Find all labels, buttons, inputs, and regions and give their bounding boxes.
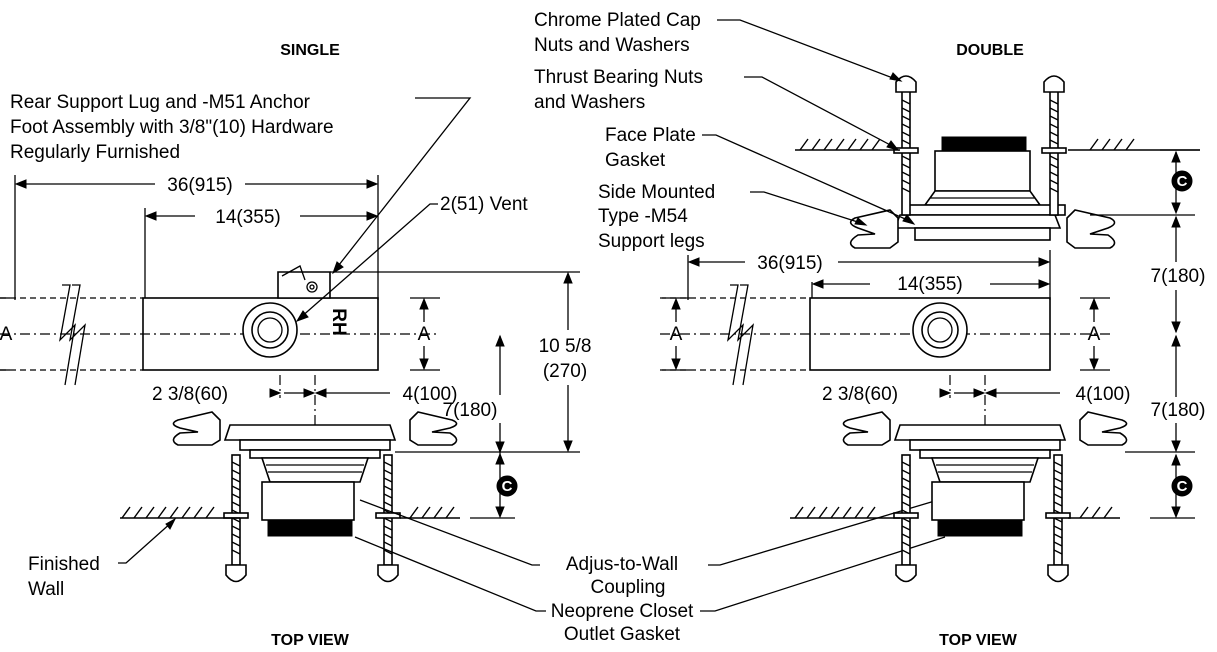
- double-top-coupling: [934, 150, 1031, 192]
- center-callouts: Adjus-to-Wall Coupling Neoprene Closet O…: [354, 499, 946, 645]
- finished-wall-line1: Finished: [28, 554, 100, 575]
- single-a-left: A: [0, 324, 13, 345]
- side-legs-callout-line1: Side Mounted: [598, 182, 715, 203]
- double-top-flange: [893, 214, 1062, 229]
- rear-support-callout-line2: Foot Assembly with 3/8"(10) Hardware: [10, 117, 334, 138]
- double-overall-dim: 36(915): [757, 253, 823, 274]
- single-centerline-symbol: [496, 475, 518, 497]
- finished-wall-line2: Wall: [28, 579, 64, 600]
- single-center-dim: 7(180): [443, 400, 498, 421]
- single-offset-right: 4(100): [403, 384, 458, 405]
- single-left-leg: [172, 411, 221, 446]
- svg-text:C: C: [1177, 173, 1188, 190]
- svg-text:C: C: [1177, 478, 1188, 495]
- single-heading: SINGLE: [280, 42, 340, 59]
- adjus-callout-line1: Adjus-to-Wall: [566, 554, 678, 575]
- rear-support-callout-line3: Regularly Furnished: [10, 142, 180, 163]
- double-center-bottom-dim: 7(180): [1151, 400, 1206, 421]
- double-offset-left: 2 3/8(60): [822, 384, 898, 405]
- double-dimensions: 36(915) 14(355) A A 2 3/8(60) 4(100): [662, 149, 1206, 519]
- side-legs-callout-line3: Support legs: [598, 231, 705, 252]
- double-bottom-flange: [893, 424, 1067, 441]
- adjus-callout-line2: Coupling: [591, 577, 666, 598]
- vent-callout: 2(51) Vent: [440, 194, 528, 215]
- face-plate-callout-line1: Face Plate: [605, 125, 696, 146]
- rear-support-lug: [277, 271, 331, 299]
- neoprene-callout-line2: Outlet Gasket: [564, 624, 681, 645]
- double-heading: DOUBLE: [956, 42, 1024, 59]
- svg-text:C: C: [502, 478, 513, 495]
- single-overall-dim: 36(915): [167, 175, 233, 196]
- single-dimensions: 36(915) 14(355) A A 2 3/8(60) 4(100): [0, 175, 592, 519]
- double-bottom-coupling: [931, 481, 1025, 521]
- rear-support-callout-line1: Rear Support Lug and -M51 Anchor: [10, 92, 311, 113]
- double-outlet-dim: 14(355): [897, 274, 963, 295]
- single-finished-wall: [120, 506, 460, 519]
- thrust-callout-line1: Thrust Bearing Nuts: [534, 67, 703, 88]
- top-view-left-caption: TOP VIEW: [271, 632, 350, 649]
- single-vent-inner: [251, 311, 289, 349]
- double-a-right: A: [1088, 324, 1101, 345]
- double-assembly: [660, 75, 1200, 583]
- double-a-left: A: [670, 324, 683, 345]
- single-outlet-dim: 14(355): [215, 207, 281, 228]
- double-center-top-dim: 7(180): [1151, 266, 1206, 287]
- neoprene-callout-line1: Neoprene Closet: [551, 601, 694, 622]
- face-plate-callout-line2: Gasket: [605, 150, 666, 171]
- double-top-neoprene-gasket: [941, 136, 1027, 152]
- single-right-leg: [409, 411, 458, 446]
- double-bottom-neoprene-gasket: [937, 519, 1023, 537]
- double-callouts: Chrome Plated Cap Nuts and Washers Thrus…: [534, 10, 916, 252]
- double-top-centerline-symbol: [1171, 170, 1193, 192]
- single-assembly: RH: [0, 265, 460, 583]
- top-view-right-caption: TOP VIEW: [939, 632, 1018, 649]
- single-flange: [223, 424, 397, 441]
- chrome-callout-line1: Chrome Plated Cap: [534, 10, 701, 31]
- side-legs-callout-line2: Type -M54: [598, 206, 688, 227]
- single-neoprene-gasket: [267, 519, 353, 537]
- single-depth-line1: 10 5/8: [539, 336, 592, 357]
- single-offset-left: 2 3/8(60): [152, 384, 228, 405]
- thrust-callout-line2: and Washers: [534, 92, 645, 113]
- single-callouts: Rear Support Lug and -M51 Anchor Foot As…: [10, 92, 528, 600]
- rh-label: RH: [328, 308, 349, 335]
- single-coupling: [261, 481, 355, 521]
- double-offset-right: 4(100): [1076, 384, 1131, 405]
- double-bottom-centerline-symbol: [1171, 475, 1193, 497]
- chrome-callout-line2: Nuts and Washers: [534, 35, 690, 56]
- single-a-right: A: [418, 324, 431, 345]
- single-depth-line2: (270): [543, 361, 587, 382]
